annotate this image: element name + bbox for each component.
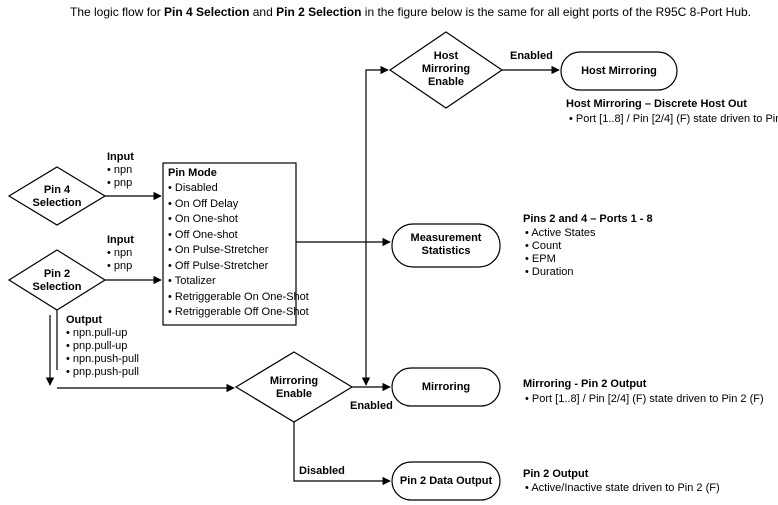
host-mirroring-label: Host Mirroring: [581, 65, 657, 77]
list-item: On Pulse-Stretcher: [168, 243, 309, 259]
input-pin4-list: npn pnp: [107, 164, 132, 190]
note-host-mirroring-list: Port [1..8] / Pin [2/4] (F) state driven…: [569, 113, 778, 126]
measurement-statistics-label: Measurement Statistics: [410, 232, 482, 257]
edge-label-enabled-mirroring: Enabled: [350, 400, 393, 412]
output-pin2-list: npn.pull-up pnp.pull-up npn.push-pull pn…: [66, 327, 139, 379]
mirroring-enable-label: Mirroring Enable: [269, 375, 319, 400]
list-item: npn: [107, 247, 132, 260]
edge-pinmode-to-host-enable: [365, 65, 389, 242]
note-pins-ports-title: Pins 2 and 4 – Ports 1 - 8: [523, 213, 653, 225]
note-mirroring-list: Port [1..8] / Pin [2/4] (F) state driven…: [525, 393, 764, 406]
list-item: Off Pulse-Stretcher: [168, 259, 309, 275]
host-mirroring-enable-diamond: [388, 31, 504, 109]
note-host-mirroring-title: Host Mirroring – Discrete Host Out: [566, 98, 747, 110]
note-pins-ports-list: Active States Count EPM Duration: [525, 227, 596, 279]
edge-label-disabled: Disabled: [299, 465, 345, 477]
diagram-caption: The logic flow for Pin 4 Selection and P…: [70, 5, 751, 19]
list-item: npn: [107, 164, 132, 177]
list-item: Totalizer: [168, 274, 309, 290]
list-item: Port [1..8] / Pin [2/4] (F) state driven…: [525, 393, 764, 406]
input-pin2-title: Input: [107, 234, 134, 246]
list-item: pnp.pull-up: [66, 340, 139, 353]
list-item: Off One-shot: [168, 228, 309, 244]
list-item: On Off Delay: [168, 197, 309, 213]
measurement-statistics-box: [391, 223, 501, 268]
pin-mode-title: Pin Mode: [168, 167, 217, 179]
note-pin2-output-title: Pin 2 Output: [523, 468, 589, 480]
list-item: Port [1..8] / Pin [2/4] (F) state driven…: [569, 113, 778, 126]
list-item: pnp: [107, 177, 132, 190]
list-item: npn.pull-up: [66, 327, 139, 340]
edge-disabled-to-data-output: [293, 422, 391, 486]
list-item: EPM: [525, 253, 596, 266]
mirroring-box: [391, 367, 501, 407]
list-item: pnp: [107, 260, 132, 273]
list-item: Count: [525, 240, 596, 253]
host-mirroring-box: [560, 51, 678, 91]
pin-mode-list: Disabled On Off Delay On One-shot Off On…: [168, 181, 309, 321]
list-item: On One-shot: [168, 212, 309, 228]
pin4-selection-diamond: [7, 166, 107, 226]
note-mirroring-title: Mirroring - Pin 2 Output: [523, 378, 647, 390]
list-item: pnp.push-pull: [66, 366, 139, 379]
input-pin2-list: npn pnp: [107, 247, 132, 273]
edge-label-enabled-host: Enabled: [510, 50, 553, 62]
input-pin4-title: Input: [107, 151, 134, 163]
output-pin2-title: Output: [66, 314, 103, 326]
pin2-data-output-box: [391, 461, 501, 501]
mirroring-label: Mirroring: [421, 381, 471, 393]
list-item: Active/Inactive state driven to Pin 2 (F…: [525, 482, 719, 495]
host-mirroring-enable-label: Host Mirroring Enable: [421, 50, 471, 88]
pin2-data-output-label: Pin 2 Data Output: [399, 475, 493, 487]
note-pin2-output-list: Active/Inactive state driven to Pin 2 (F…: [525, 482, 719, 495]
list-item: Duration: [525, 266, 596, 279]
list-item: Active States: [525, 227, 595, 240]
list-item: Disabled: [168, 181, 309, 197]
list-item: npn.push-pull: [66, 353, 139, 366]
list-item: Retriggerable On One-Shot: [168, 290, 309, 306]
list-item: Retriggerable Off One-Shot: [168, 305, 309, 321]
